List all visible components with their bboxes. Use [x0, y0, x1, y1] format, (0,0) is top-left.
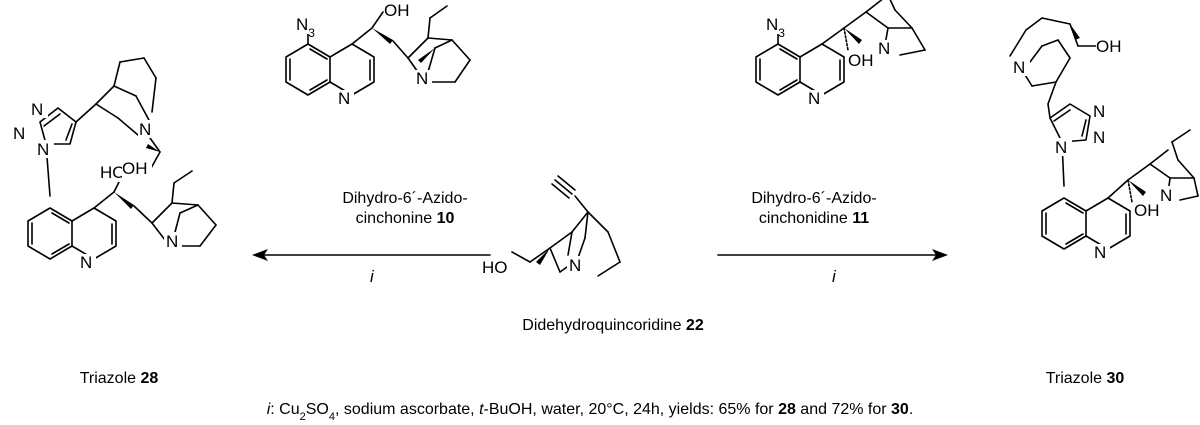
triazole-28-n2: N [13, 124, 25, 143]
triazole-28-n1: N [31, 100, 43, 119]
reaction-arrow-left: i [252, 249, 491, 286]
caption-triazole-28: Triazole [80, 370, 141, 387]
triazole-30-oh-top: OH [1096, 37, 1122, 56]
arrow-left-reagent-label: i [370, 267, 375, 286]
structure-azide-11: N3 OH N N Dihydro-6´-Azido- cinchonidine… [751, 0, 926, 227]
azide-11-oh: OH [848, 51, 874, 70]
azide-10-n3-sub: 3 [308, 26, 315, 40]
structure-triazole-28: N N N N HO OH N N Triazole 28 [12, 57, 217, 387]
azide-11-n3-sub: 3 [778, 26, 785, 40]
azide-11-n3: N [766, 15, 778, 34]
svg-text:N3: N3 [766, 15, 785, 40]
triazole-30-n-quinoline: N [1094, 243, 1106, 262]
triazole-30-oh-bottom: OH [1134, 201, 1160, 220]
triazole-30-n-top: N [1013, 58, 1025, 77]
reaction-arrow-right: i [717, 249, 948, 286]
azide-11-n-quinoline: N [808, 89, 820, 108]
azide-11-n-ring: N [878, 39, 890, 58]
azide-10-n-quinoline: N [338, 89, 350, 108]
compound-number-30: 30 [1106, 370, 1124, 387]
structure-alkyne-22: N HO Didehydroquincoridine 22 [482, 175, 704, 334]
compound-number-28: 28 [140, 370, 158, 387]
reaction-conditions-footnote: i: Cu2SO4, sodium ascorbate, t-BuOH, wat… [267, 401, 914, 423]
triazole-28-n-top: N [139, 120, 151, 139]
compound-number-10: 10 [437, 210, 455, 227]
azide-10-oh: OH [384, 1, 410, 20]
triazole-28-n3: N [37, 140, 49, 159]
caption-azide-11-line2: cinchonidine [759, 210, 852, 227]
triazole-28-n-bottom: N [166, 232, 178, 251]
svg-text:cinchonine 10: cinchonine 10 [356, 210, 455, 227]
compound-number-22: 22 [686, 317, 704, 334]
caption-triazole-30: Triazole [1046, 370, 1107, 387]
footnote-label: i [267, 401, 271, 418]
triazole-30-n-bottom: N [1160, 186, 1172, 205]
triazole-28-ho: HO [100, 163, 126, 182]
svg-text:Didehydroquincoridine 22: Didehydroquincoridine 22 [522, 317, 704, 334]
azide-10-n-ring: N [416, 69, 428, 88]
svg-text:Triazole 30: Triazole 30 [1046, 370, 1125, 387]
caption-azide-11-line1: Dihydro-6´-Azido- [751, 190, 876, 207]
triazole-30-n2: N [1093, 128, 1105, 147]
compound-number-11: 11 [852, 210, 869, 227]
triazole-28-oh: OH [122, 159, 148, 178]
azide-10-n3: N [296, 15, 308, 34]
caption-azide-10-line1: Dihydro-6´-Azido- [342, 190, 467, 207]
svg-text:Triazole 28: Triazole 28 [80, 370, 159, 387]
triazole-30-n3: N [1055, 138, 1067, 157]
alkyne-22-ho: HO [482, 258, 508, 277]
structure-azide-10: N3 OH N N Dihydro-6´-Azido- cinchonine 1… [285, 1, 471, 227]
structure-triazole-30: N OH N N N N OH N Triazole 30 [1009, 17, 1199, 387]
svg-text:N3: N3 [296, 15, 315, 40]
triazole-30-n1: N [1093, 102, 1105, 121]
caption-alkyne-22: Didehydroquincoridine [522, 317, 686, 334]
triazole-28-n-quinoline: N [80, 253, 92, 272]
arrow-right-reagent-label: i [832, 267, 837, 286]
alkyne-22-n: N [569, 256, 581, 275]
caption-azide-10-line2: cinchonine [356, 210, 437, 227]
svg-text:cinchonidine 11: cinchonidine 11 [759, 210, 869, 227]
